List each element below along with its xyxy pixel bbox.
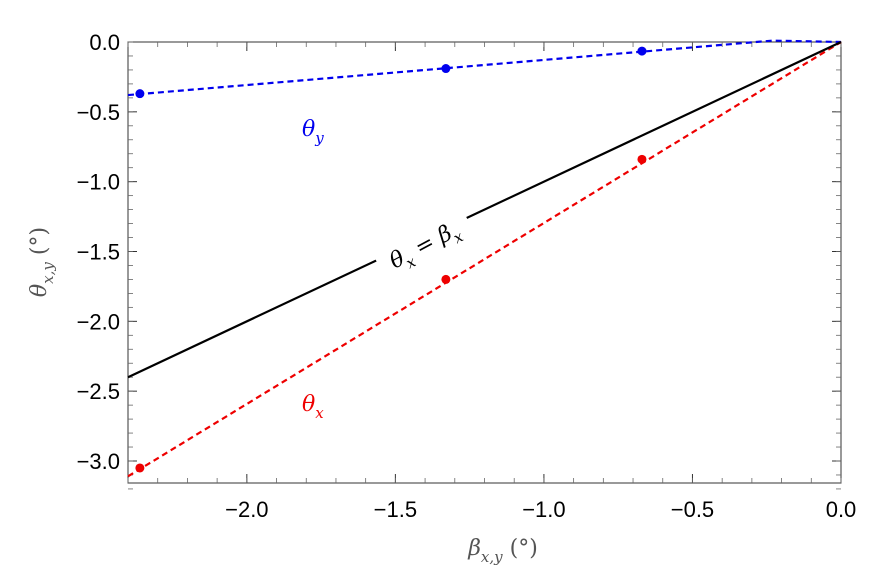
x-tick-label: 0.0 [826, 497, 857, 522]
y-tick-label: −1.0 [77, 170, 120, 195]
x-tick-label: −2.0 [225, 497, 268, 522]
data-point [441, 274, 451, 284]
x-axis-title: βx,y (°) [467, 536, 538, 566]
series-line-1 [127, 41, 842, 478]
data-point [135, 89, 145, 99]
y-tick-label: −2.0 [77, 309, 120, 334]
series-points [135, 46, 647, 473]
y-tick-label: −2.5 [77, 379, 120, 404]
annotation-theta-x: θx [302, 392, 324, 422]
axis-ticks [127, 41, 842, 490]
y-tick-label: 0.0 [89, 30, 120, 55]
y-axis-title: θx,y (°) [27, 227, 57, 297]
x-tick-label: −1.0 [522, 497, 565, 522]
y-tick-label: −1.5 [77, 240, 120, 265]
series-line-2 [127, 41, 842, 379]
y-tick-label: −3.0 [77, 449, 120, 474]
x-tick-label: −0.5 [671, 497, 714, 522]
svg-text:βx,y (°): βx,y (°) [467, 536, 538, 566]
data-point [637, 154, 647, 164]
annotation-theta-y: θy [302, 117, 324, 147]
series-line-0 [127, 39, 842, 97]
data-point [441, 64, 451, 74]
svg-text:θx,y (°): θx,y (°) [27, 227, 57, 297]
axis-tick-labels: −2.0 −1.5 −1.0 −0.5 0.0 0.0 −0.5 −1.0 −1.5 −2.0 −2… [77, 30, 857, 522]
y-tick-label: −0.5 [77, 100, 120, 125]
data-point [135, 463, 145, 473]
series-lines [127, 39, 842, 478]
x-tick-label: −1.5 [374, 497, 417, 522]
data-point [637, 46, 647, 56]
plot-frame [127, 41, 842, 484]
